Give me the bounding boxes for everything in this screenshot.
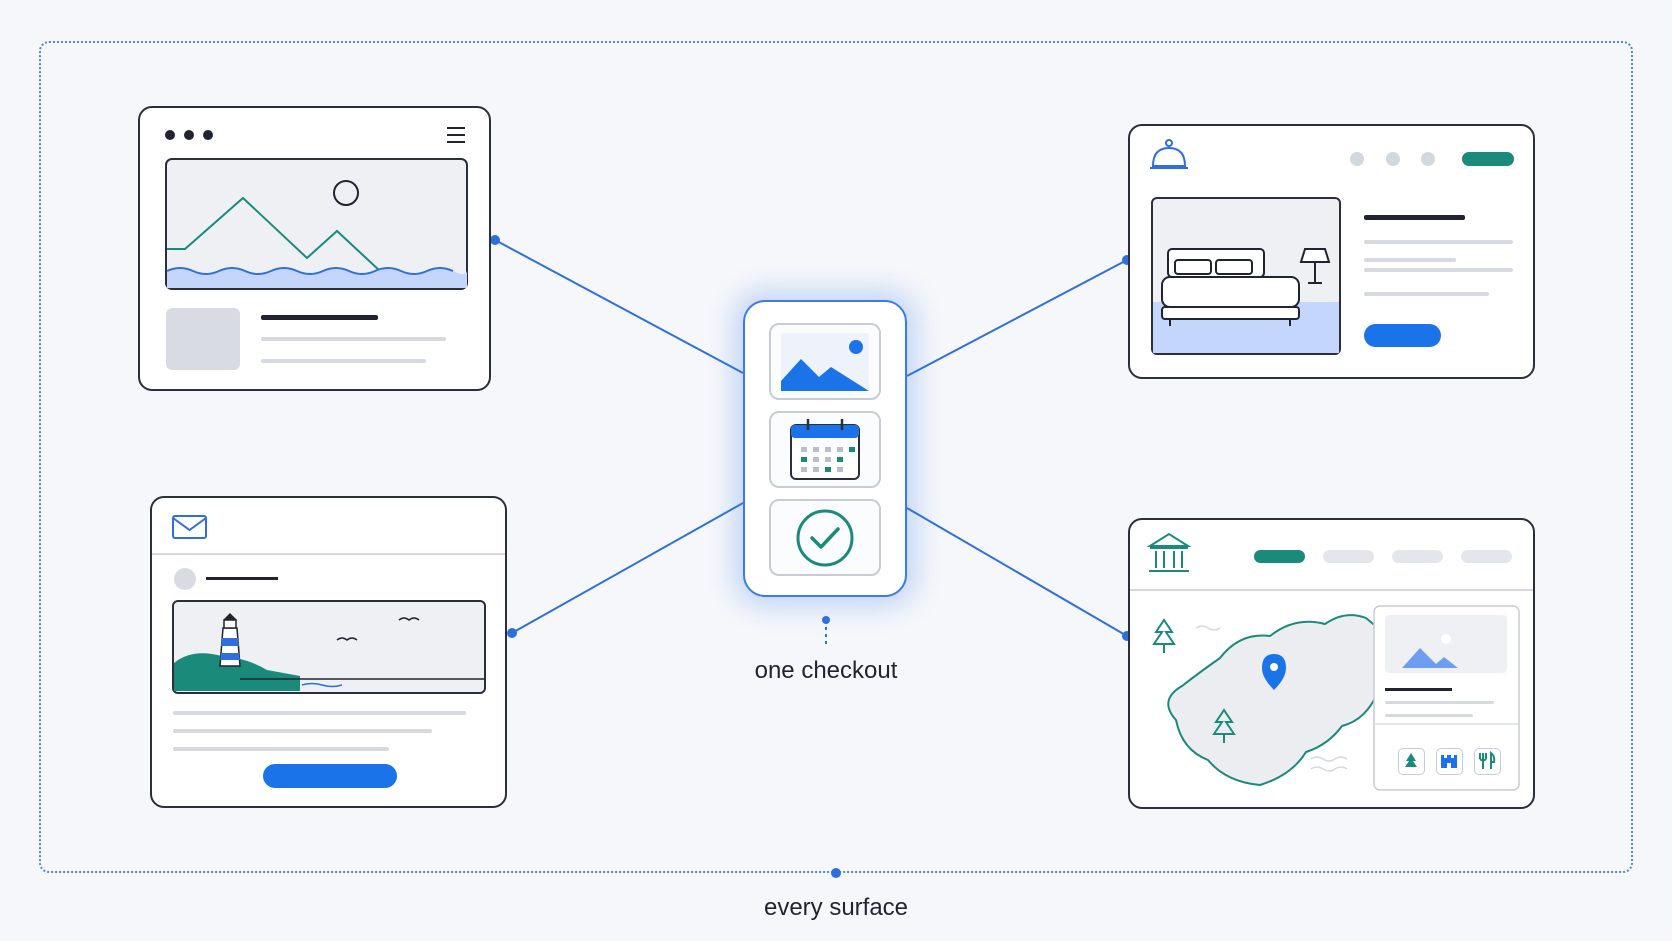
nav-pill [1323, 550, 1374, 563]
poi-castle-button[interactable] [1436, 748, 1463, 775]
title-bar [1364, 215, 1465, 220]
lamp-icon [1299, 248, 1331, 284]
nav-dot [1350, 152, 1364, 166]
email-card [150, 496, 507, 808]
water-wave [166, 267, 454, 275]
connector-web [494, 239, 744, 374]
text-line [1364, 258, 1456, 262]
map-pin-icon [1262, 654, 1286, 690]
book-button[interactable] [1364, 324, 1441, 347]
connector-hotel [906, 259, 1128, 377]
hotel-content [1150, 139, 1514, 355]
connector-email [511, 502, 744, 634]
checkmark-circle-icon [796, 509, 854, 567]
window-dot [165, 130, 175, 140]
calendar-tile [769, 411, 881, 488]
title-bar [261, 315, 378, 320]
web-page-card [138, 106, 491, 391]
tree-icon [1212, 708, 1236, 743]
connector-dot-email [507, 628, 517, 638]
checkout-hub [743, 300, 907, 597]
wave-mark [1195, 625, 1221, 631]
poi-restaurant-button[interactable] [1474, 748, 1501, 775]
window-dot [203, 130, 213, 140]
coast-hill [174, 653, 300, 691]
nav-pill-active [1462, 152, 1514, 166]
email-content [152, 515, 505, 751]
sun-icon [333, 180, 359, 206]
text-line [261, 359, 426, 363]
nav-pill-active [1254, 550, 1305, 563]
concierge-bell-icon [1150, 139, 1188, 169]
tree-icon [1152, 618, 1176, 653]
sender-line [206, 577, 278, 580]
bird-icon [398, 617, 420, 621]
text-line [1385, 714, 1473, 717]
nav-dot [1386, 152, 1400, 166]
nav-pill [1461, 550, 1512, 563]
map-content [1130, 532, 1533, 791]
text-line [1364, 292, 1489, 296]
envelope-icon [172, 515, 207, 539]
text-line [173, 711, 466, 715]
title-bar [1385, 688, 1452, 691]
restaurant-icon [1479, 750, 1496, 769]
thumbnail-placeholder [166, 308, 240, 370]
text-line [1385, 701, 1494, 704]
island-map [1167, 614, 1394, 787]
wave-mark [1310, 756, 1348, 762]
nav-dot [1421, 152, 1435, 166]
castle-icon [1441, 755, 1457, 768]
hub-label: one checkout [754, 657, 898, 684]
hotel-card [1128, 124, 1535, 379]
map-card [1128, 518, 1535, 809]
hamburger-menu-icon [447, 127, 465, 143]
image-tile [769, 323, 881, 400]
poi-tree-button[interactable] [1398, 748, 1425, 775]
text-line [1364, 240, 1513, 244]
text-line [173, 747, 389, 751]
sea-wave [301, 682, 343, 688]
image-icon [781, 333, 869, 391]
text-line [173, 729, 432, 733]
bird-icon [336, 637, 358, 641]
web-page-content [165, 127, 468, 370]
water-fill [167, 268, 467, 288]
mountain [167, 196, 381, 272]
avatar [174, 568, 196, 590]
text-line [1364, 268, 1513, 272]
connector-dot-hub [822, 616, 830, 624]
checkmark-tile [769, 499, 881, 576]
hero-image [165, 158, 468, 290]
bed-icon [1161, 248, 1300, 326]
connector-dot-web [490, 235, 500, 245]
tree-icon [1405, 753, 1417, 767]
lighthouse [219, 613, 241, 667]
wave-mark [1310, 766, 1348, 772]
calendar-icon [790, 419, 860, 480]
text-line [261, 337, 446, 341]
window-dot [184, 130, 194, 140]
frame-dot [831, 868, 841, 878]
email-cta-button[interactable] [263, 764, 397, 788]
nav-pill [1392, 550, 1443, 563]
frame-label: every surface [763, 894, 909, 921]
museum-building-icon [1146, 532, 1192, 572]
connector-map [906, 507, 1128, 637]
